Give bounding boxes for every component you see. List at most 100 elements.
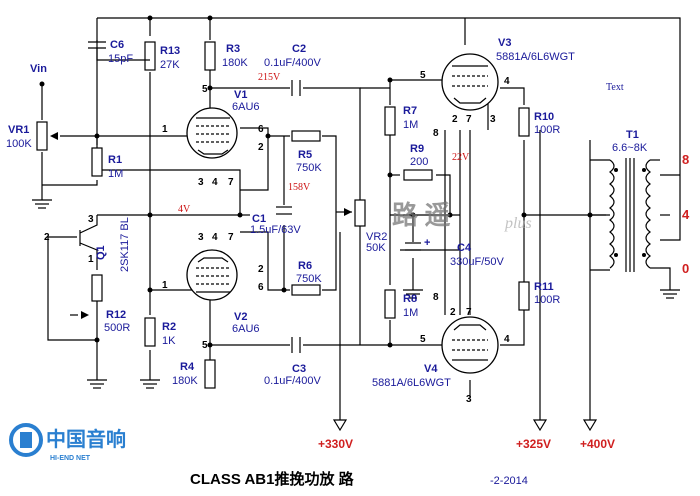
v1-pin: 4 bbox=[212, 177, 218, 188]
r13-body bbox=[144, 41, 156, 71]
r1-ref: R1 bbox=[108, 154, 122, 166]
r10-body bbox=[518, 107, 530, 137]
voltage-22: 22V bbox=[452, 152, 470, 163]
logo-main: 中国音响 bbox=[46, 427, 126, 451]
tap-8: 8 bbox=[682, 152, 689, 167]
vr2-ref: VR2 bbox=[366, 231, 387, 243]
ground-icon bbox=[87, 379, 107, 389]
vr1-ref: VR1 bbox=[8, 124, 29, 136]
capacitors: + bbox=[88, 41, 430, 353]
vr2-body bbox=[354, 199, 366, 227]
r7-value: 1M bbox=[403, 119, 418, 131]
r12-wiper bbox=[81, 311, 89, 319]
r10-value: 100R bbox=[534, 124, 560, 136]
v1-pin: 7 bbox=[228, 177, 234, 188]
svg-text:+: + bbox=[424, 237, 430, 249]
v3-pin: 3 bbox=[490, 114, 496, 125]
arrow-down-icon bbox=[532, 419, 548, 432]
v3-pin: 4 bbox=[504, 76, 510, 87]
grounds bbox=[32, 196, 680, 389]
v4-value: 5881A/6L6WGT bbox=[372, 377, 451, 389]
voltage-215: 215V bbox=[258, 72, 281, 83]
logo-mark-icon bbox=[9, 423, 43, 457]
arrow-down-icon bbox=[332, 419, 348, 432]
tap-4: 4 bbox=[682, 207, 690, 222]
junction-dots bbox=[39, 15, 593, 348]
c2-value: 0.1uF/400V bbox=[264, 57, 322, 69]
v3-pin: 2 bbox=[452, 114, 458, 125]
r3-value: 180K bbox=[222, 57, 248, 69]
supply-330: +330V bbox=[318, 437, 353, 451]
voltage-4: 4V bbox=[178, 204, 191, 215]
transformer-note: Text bbox=[606, 82, 624, 93]
r13-value: 27K bbox=[160, 59, 180, 71]
c4-value: 330uF/50V bbox=[450, 256, 504, 268]
supply-325: +325V bbox=[516, 437, 551, 451]
v3-pin: 8 bbox=[433, 128, 439, 139]
v4-pin: 8 bbox=[433, 292, 439, 303]
footer-date: -2-2014 bbox=[490, 475, 528, 487]
r7-body bbox=[384, 106, 396, 136]
ground-icon bbox=[32, 196, 52, 209]
v1-ref: V1 bbox=[234, 89, 247, 101]
c4-ref: C4 bbox=[457, 242, 472, 254]
r11-value: 100R bbox=[534, 294, 560, 306]
r12-body bbox=[91, 274, 103, 302]
v4-pin: 4 bbox=[504, 334, 510, 345]
v2-pin: 2 bbox=[258, 264, 264, 275]
vr1-body bbox=[36, 121, 48, 151]
r4-value: 180K bbox=[172, 375, 198, 387]
v3-pin: 5 bbox=[420, 70, 426, 81]
voltage-annotations: 215V 158V 4V 22V bbox=[178, 72, 470, 215]
v2-ref: V2 bbox=[234, 311, 247, 323]
logo-mark-inner bbox=[20, 432, 32, 448]
r12-value: 500R bbox=[104, 322, 130, 334]
v2-value: 6AU6 bbox=[232, 323, 260, 335]
q1-pin: 3 bbox=[88, 214, 94, 225]
ground-icon bbox=[140, 379, 160, 389]
r2-body bbox=[144, 317, 156, 347]
r9-body bbox=[403, 169, 433, 181]
r8-ref: R8 bbox=[403, 293, 417, 305]
v2-pin: 7 bbox=[228, 232, 234, 243]
tap-0: 0 bbox=[682, 261, 689, 276]
transformer-t1 bbox=[609, 158, 660, 272]
r4-ref: R4 bbox=[180, 361, 195, 373]
c6-ref: C6 bbox=[110, 39, 124, 51]
watermark-main: 路 遥 bbox=[392, 200, 451, 230]
resistors bbox=[36, 41, 530, 389]
v4-pin: 5 bbox=[420, 334, 426, 345]
r13-ref: R13 bbox=[160, 45, 180, 57]
v2-pin: 5 bbox=[202, 340, 208, 351]
watermark: 路 遥 plus bbox=[392, 200, 532, 232]
r2-value: 1K bbox=[162, 335, 176, 347]
tube-v3 bbox=[441, 53, 499, 111]
transformer-taps: 8 4 0 bbox=[682, 152, 690, 276]
v3-value: 5881A/6L6WGT bbox=[496, 51, 575, 63]
c3-value: 0.1uF/400V bbox=[264, 375, 322, 387]
vr1-value: 100K bbox=[6, 138, 32, 150]
labels: Vin C6 15pF R13 27K R3 180K C2 0.1uF/400… bbox=[6, 37, 648, 389]
r5-value: 750K bbox=[296, 162, 322, 174]
r6-ref: R6 bbox=[298, 260, 312, 272]
v2-pin: 6 bbox=[258, 282, 264, 293]
v2-pin: 3 bbox=[198, 232, 204, 243]
v1-pin: 6 bbox=[258, 124, 264, 135]
r2-ref: R2 bbox=[162, 321, 176, 333]
v4-pin: 3 bbox=[466, 394, 472, 405]
r1-value: 1M bbox=[108, 168, 123, 180]
logo-sub: HI-END NET bbox=[50, 455, 91, 462]
r7-ref: R7 bbox=[403, 105, 417, 117]
r3-body bbox=[204, 41, 216, 71]
v2-pin: 1 bbox=[162, 280, 168, 291]
r6-body bbox=[291, 284, 321, 296]
wiring bbox=[41, 17, 681, 420]
pin-numbers: 5 1 6 3 4 7 2 1 6 2 3 4 7 5 5 4 8 2 7 3 … bbox=[44, 70, 510, 405]
r5-body bbox=[291, 130, 321, 142]
v1-pin: 1 bbox=[162, 124, 168, 135]
v1-pin: 5 bbox=[202, 84, 208, 95]
v1-value: 6AU6 bbox=[232, 101, 260, 113]
r11-ref: R11 bbox=[534, 281, 554, 293]
